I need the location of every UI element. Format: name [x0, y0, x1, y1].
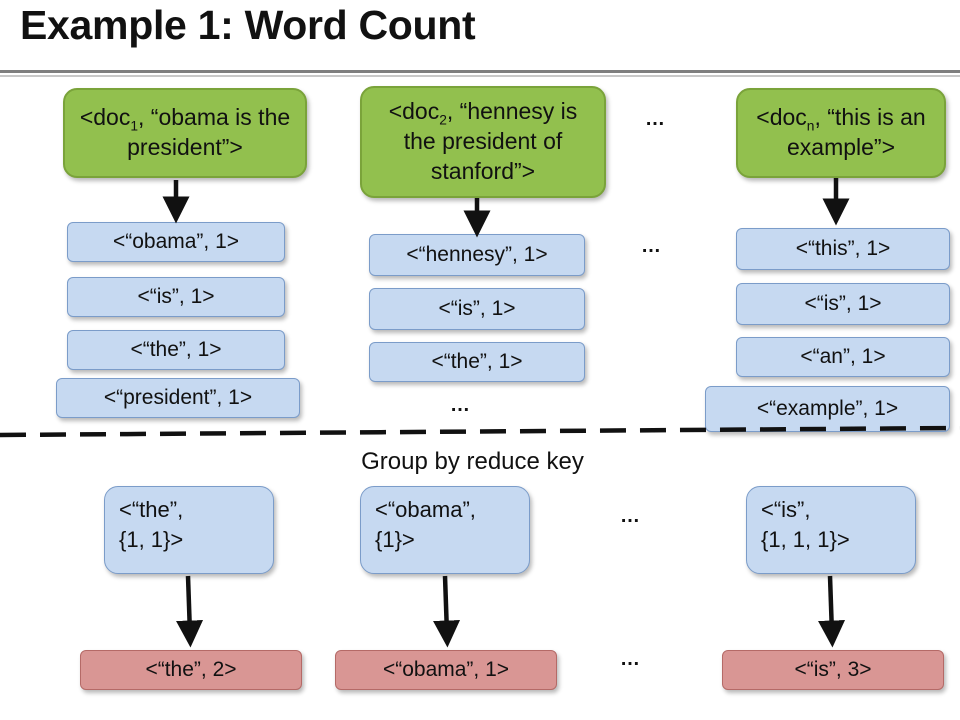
reduce-output-the: <“the”, 2> [80, 650, 302, 690]
map-output-1-1: <“obama”, 1> [67, 222, 285, 262]
ellipsis-groups: … [620, 505, 640, 527]
reduce-output-is: <“is”, 3> [722, 650, 944, 690]
map-output-3-4: <“example”, 1> [705, 386, 950, 432]
arrow-group-the-reduce [176, 575, 204, 648]
map-output-3-1: <“this”, 1> [736, 228, 950, 270]
doc-n-text: <docn, “this is an example”> [756, 104, 926, 160]
doc-1-box: <doc1, “obama is the president”> [63, 88, 307, 178]
group-is-box: <“is”,{1, 1, 1}> [746, 486, 916, 574]
map-output-1-2: <“is”, 1> [67, 277, 285, 317]
doc-n-box: <docn, “this is an example”> [736, 88, 946, 178]
reduce-output-obama: <“obama”, 1> [335, 650, 557, 690]
map-output-1-4: <“president”, 1> [56, 378, 300, 418]
map-output-2-1: <“hennesy”, 1> [369, 234, 585, 276]
arrow-group-obama-reduce [433, 575, 461, 648]
title-rule-shadow [0, 75, 960, 77]
group-by-label: Group by reduce key [361, 448, 584, 475]
arrow-group-is-reduce [818, 575, 846, 648]
group-the-box: <“the”,{1, 1}> [104, 486, 274, 574]
ellipsis-docs: … [645, 108, 665, 130]
map-output-2-3: <“the”, 1> [369, 342, 585, 382]
map-output-3-2: <“is”, 1> [736, 283, 950, 325]
doc-1-text: <doc1, “obama is the president”> [79, 104, 291, 160]
map-output-1-3: <“the”, 1> [67, 330, 285, 370]
map-output-3-3: <“an”, 1> [736, 337, 950, 377]
group-obama-box: <“obama”,{1}> [360, 486, 530, 574]
doc-2-box: <doc2, “hennesy is the president of stan… [360, 86, 606, 198]
ellipsis-map-col2: … [450, 394, 470, 416]
ellipsis-reduce: … [620, 648, 640, 670]
map-output-2-2: <“is”, 1> [369, 288, 585, 330]
doc-2-text: <doc2, “hennesy is the president of stan… [388, 98, 578, 184]
divider-dashed-line [0, 425, 960, 438]
ellipsis-map: … [641, 235, 661, 257]
title-rule [0, 70, 960, 73]
page-title: Example 1: Word Count [20, 2, 476, 48]
